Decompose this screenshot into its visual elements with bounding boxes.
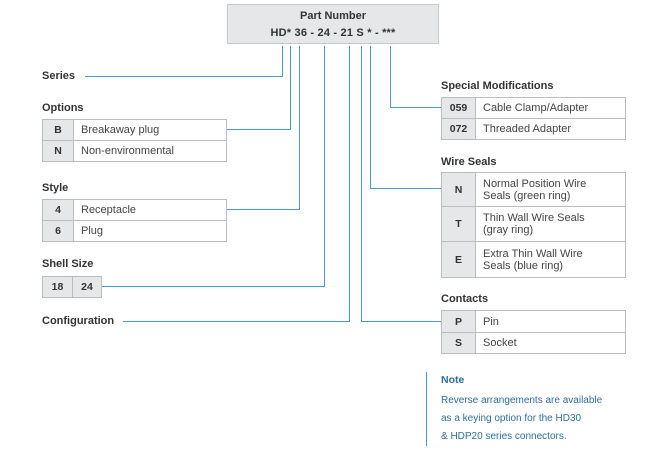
wire-seals-row-n: N Normal Position Wire Seals (green ring…	[441, 172, 626, 207]
contact-desc: Pin	[483, 315, 499, 328]
special-mods-heading: Special Modifications	[441, 80, 554, 92]
wire-seal-code: E	[442, 242, 476, 277]
wire-seal-desc: Extra Thin Wall Wire Seals (blue ring)	[476, 242, 583, 277]
style-desc: Plug	[81, 225, 104, 237]
note-line: as a keying option for the HD30	[441, 413, 582, 424]
note-line: & HDP20 series connectors.	[441, 431, 567, 442]
wire-seal-desc-line: Extra Thin Wall Wire	[483, 247, 583, 260]
special-mod-code: 072	[442, 119, 476, 139]
wire-seals-row-t: T Thin Wall Wire Seals (gray ring)	[441, 206, 626, 242]
wire-seal-desc-line: Seals (blue ring)	[483, 259, 564, 272]
option-code: N	[43, 141, 74, 161]
shell-size-value: 24	[72, 277, 101, 297]
shell-size-heading: Shell Size	[42, 258, 94, 270]
shell-size-row: 18 24	[42, 276, 102, 298]
wire-seals-connector	[370, 46, 441, 189]
style-row-4: 4 Receptacle	[42, 199, 227, 221]
wire-seal-desc-line: Thin Wall Wire Seals	[483, 212, 585, 224]
style-row-6: 6 Plug	[42, 220, 227, 242]
wire-seal-desc: Normal Position Wire Seals (green ring)	[476, 173, 586, 206]
shell-size-value: 18	[43, 277, 73, 297]
contacts-connector	[361, 46, 441, 322]
options-heading: Options	[42, 102, 84, 114]
option-code: B	[43, 120, 74, 140]
wire-seal-code: T	[442, 207, 476, 241]
wire-seal-desc-line: Normal Position Wire	[483, 177, 587, 190]
options-row-b: B Breakaway plug	[42, 119, 227, 141]
special-mod-desc: Cable Clamp/Adapter	[483, 102, 589, 114]
special-mod-code: 059	[442, 98, 476, 118]
part-number-box: Part Number HD* 36 - 24 - 21 S * - ***	[227, 4, 439, 44]
wire-seals-row-e: E Extra Thin Wall Wire Seals (blue ring)	[441, 241, 626, 278]
contacts-row-p: P Pin	[441, 310, 626, 333]
contacts-row-s: S Socket	[441, 332, 626, 354]
note-body: Reverse arrangements are available as a …	[441, 392, 602, 446]
style-heading: Style	[42, 182, 69, 194]
wire-seal-desc: Thin Wall Wire Seals (gray ring)	[476, 207, 585, 241]
series-label: Series	[42, 70, 76, 82]
part-number-code: HD* 36 - 24 - 21 S * - ***	[270, 27, 396, 39]
special-mods-row-059: 059 Cable Clamp/Adapter	[441, 97, 626, 119]
part-number-title: Part Number	[299, 10, 367, 22]
style-code: 6	[43, 221, 74, 241]
special-mods-connector	[390, 46, 441, 108]
configuration-label: Configuration	[42, 315, 115, 327]
special-mods-row-072: 072 Threaded Adapter	[441, 118, 626, 140]
special-mod-desc: Threaded Adapter	[483, 123, 572, 135]
wire-seal-code: N	[442, 173, 476, 206]
contact-code: P	[442, 311, 476, 332]
options-row-n: N Non-environmental	[42, 140, 227, 162]
contact-desc: Socket	[483, 337, 517, 349]
note-title: Note	[441, 374, 465, 386]
option-desc: Breakaway plug	[81, 124, 160, 136]
contacts-heading: Contacts	[441, 293, 489, 305]
option-desc: Non-environmental	[81, 145, 174, 157]
series-connector	[85, 46, 283, 77]
style-desc: Receptacle	[81, 204, 137, 216]
style-connector	[227, 46, 300, 210]
wire-seal-desc-line: (gray ring)	[483, 224, 534, 236]
contact-code: S	[442, 333, 476, 353]
wire-seal-desc-line: Seals (green ring)	[483, 189, 571, 202]
options-connector	[227, 46, 291, 130]
shell-size-connector	[102, 46, 325, 287]
style-code: 4	[43, 200, 74, 220]
note-line: Reverse arrangements are available	[441, 395, 603, 406]
wire-seals-heading: Wire Seals	[441, 156, 497, 168]
configuration-connector	[123, 46, 350, 322]
